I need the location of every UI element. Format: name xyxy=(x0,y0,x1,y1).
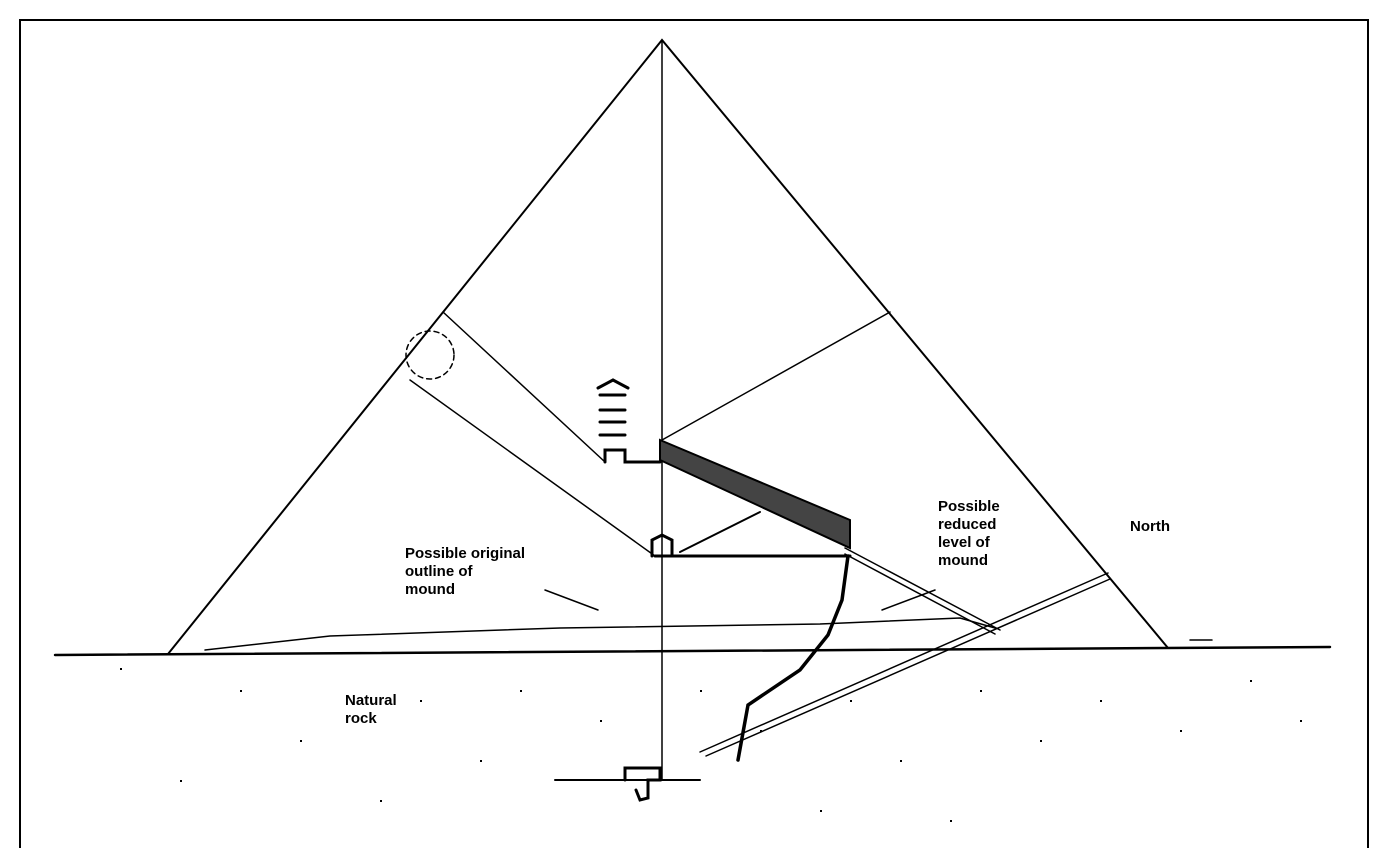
label-original-mound: Possible original outline of mound xyxy=(405,545,526,598)
north-shaft-queens xyxy=(679,511,761,553)
rock-stipple xyxy=(120,668,1302,822)
frame-border xyxy=(19,19,1369,848)
arrow-original-mound xyxy=(544,589,599,611)
queens-chamber xyxy=(650,533,674,558)
relieving-chambers xyxy=(596,378,630,437)
arrow-reduced-mound xyxy=(881,589,936,611)
south-shaft-kings xyxy=(442,311,606,463)
mound-outline xyxy=(204,617,996,651)
descending-passage xyxy=(699,572,1109,753)
subterranean-chamber xyxy=(623,766,662,802)
ascending-passage xyxy=(844,547,1001,631)
descending-passage-wall xyxy=(705,578,1111,757)
label-natural-rock: Natural rock xyxy=(345,692,397,727)
label-reduced-mound: Possible reduced level of mound xyxy=(938,498,1000,569)
ascending-passage-wall xyxy=(844,553,996,635)
kings-chamber xyxy=(603,448,662,464)
grand-gallery xyxy=(659,438,851,550)
dashed-circle-marker xyxy=(405,330,455,380)
south-shaft-queens xyxy=(409,379,656,557)
spacer xyxy=(555,752,705,780)
well-shaft xyxy=(736,554,850,762)
ground-line xyxy=(53,645,1332,657)
pyramid-outline xyxy=(167,38,1169,655)
label-north: North xyxy=(1130,518,1170,535)
north-shaft-kings xyxy=(661,311,891,441)
